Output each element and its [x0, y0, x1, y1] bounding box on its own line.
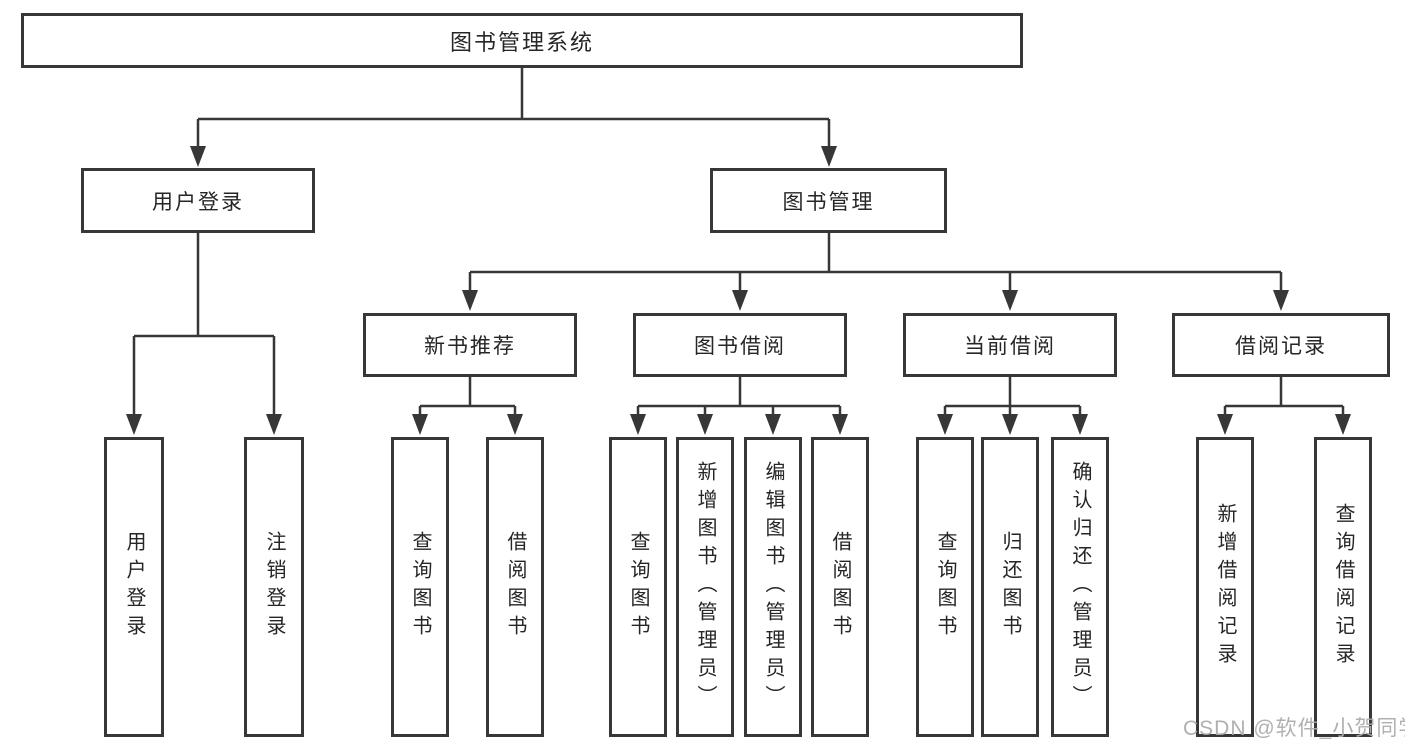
leaf-query-books-rec: 查询图书	[391, 437, 449, 737]
leaf-label: 借阅图书	[829, 531, 851, 643]
leaf-label: 查询图书	[627, 531, 649, 643]
node-new-book-recommend: 新书推荐	[363, 313, 577, 377]
leaf-borrow-books: 借阅图书	[811, 437, 869, 737]
leaf-user-login: 用户登录	[104, 437, 164, 737]
leaf-label: 注销登录	[263, 531, 285, 643]
leaf-label: 借阅图书	[504, 531, 526, 643]
node-user-login: 用户登录	[81, 168, 315, 233]
leaf-query-books-current: 查询图书	[916, 437, 974, 737]
leaf-label: 编辑图书（管理员）	[762, 461, 784, 713]
leaf-return-books: 归还图书	[981, 437, 1039, 737]
node-book-management: 图书管理	[710, 168, 947, 233]
node-new-book-recommend-label: 新书推荐	[424, 335, 516, 358]
arrowheads	[126, 146, 1351, 435]
node-book-borrow-label: 图书借阅	[694, 335, 786, 358]
leaf-add-book-admin: 新增图书（管理员）	[676, 437, 734, 737]
node-book-borrow: 图书借阅	[633, 313, 847, 377]
node-root-system: 图书管理系统	[21, 13, 1023, 68]
node-root-label: 图书管理系统	[449, 29, 594, 55]
leaf-label: 查询图书	[934, 531, 956, 643]
leaf-borrow-books-rec: 借阅图书	[486, 437, 544, 737]
node-current-borrow-label: 当前借阅	[964, 335, 1056, 358]
node-user-login-label: 用户登录	[152, 190, 244, 214]
leaf-label: 新增图书（管理员）	[694, 461, 716, 713]
leaf-label: 确认归还（管理员）	[1069, 461, 1091, 713]
leaf-confirm-return-admin: 确认归还（管理员）	[1051, 437, 1109, 737]
leaf-label: 查询图书	[409, 531, 431, 643]
leaf-logout: 注销登录	[244, 437, 304, 737]
node-book-management-label: 图书管理	[782, 190, 875, 214]
leaf-query-borrow-record: 查询借阅记录	[1314, 437, 1372, 737]
leaf-label: 查询借阅记录	[1332, 503, 1354, 671]
node-borrow-records: 借阅记录	[1172, 313, 1390, 377]
leaf-add-borrow-record: 新增借阅记录	[1196, 437, 1254, 737]
node-borrow-records-label: 借阅记录	[1235, 335, 1327, 358]
leaf-query-books-borrow: 查询图书	[609, 437, 667, 737]
leaf-label: 新增借阅记录	[1214, 503, 1236, 671]
node-current-borrow: 当前借阅	[903, 313, 1117, 377]
watermark: CSDN @软件_小贺同学	[1183, 717, 1405, 740]
leaf-label: 归还图书	[999, 531, 1021, 643]
leaf-label: 用户登录	[123, 531, 145, 643]
leaf-edit-book-admin: 编辑图书（管理员）	[744, 437, 802, 737]
